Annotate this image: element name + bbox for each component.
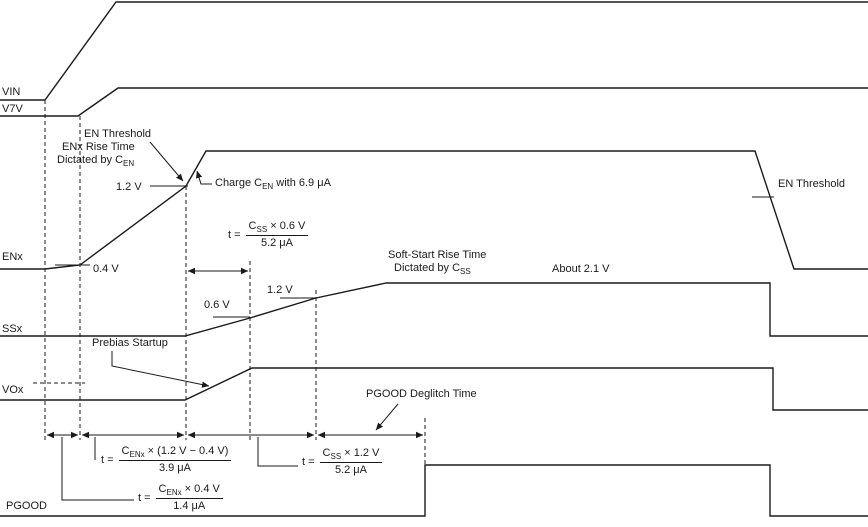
formula-cenx-diff-denominator: 3.9 μA bbox=[158, 462, 191, 475]
pgood-deglitch-arrow bbox=[376, 404, 398, 430]
vox-signal-label: VOx bbox=[2, 384, 24, 396]
about-2v1-label: About 2.1 V bbox=[552, 263, 610, 275]
soft-start-rise-label-1: Soft-Start Rise Time bbox=[388, 249, 487, 261]
ssx-waveform bbox=[0, 283, 868, 336]
prebias-startup-label: Prebias Startup bbox=[92, 337, 168, 349]
formula-css-0v6-fraction: CSS × 0.6 V 5.2 μA bbox=[245, 220, 309, 250]
v7v-signal-label: V7V bbox=[2, 103, 23, 115]
leader-line-cenx-0v4 bbox=[62, 437, 134, 500]
prebias-startup-arrow bbox=[112, 351, 210, 388]
formula-cenx-0v4-fraction: CENx × 0.4 V 1.4 μA bbox=[155, 483, 223, 513]
pgood-deglitch-label: PGOOD Deglitch Time bbox=[366, 388, 477, 400]
formula-cenx-0v4-prefix: t = bbox=[138, 491, 151, 504]
formula-cenx-0v4: t = CENx × 0.4 V 1.4 μA bbox=[138, 483, 223, 513]
formula-css-1v2-prefix: t = bbox=[302, 455, 315, 468]
v7v-waveform bbox=[0, 88, 868, 116]
formula-css-0v6-numerator: CSS × 0.6 V bbox=[245, 220, 309, 237]
formula-cenx-diff: t = CENx × (1.2 V − 0.4 V) 3.9 μA bbox=[101, 445, 232, 475]
pgood-signal-label: PGOOD bbox=[6, 500, 47, 512]
formula-css-1v2-fraction: CSS × 1.2 V 5.2 μA bbox=[319, 447, 383, 477]
ss-1v2-level-label: 1.2 V bbox=[267, 284, 293, 296]
ssx-signal-label: SSx bbox=[2, 323, 23, 335]
formula-cenx-0v4-numerator: CENx × 0.4 V bbox=[155, 483, 223, 500]
vox-waveform bbox=[0, 368, 868, 410]
enx-waveform bbox=[0, 151, 868, 269]
en-threshold-arrow bbox=[150, 142, 183, 181]
formula-css-1v2-numerator: CSS × 1.2 V bbox=[319, 447, 383, 464]
charge-cen-label: Charge CEN with 6.9 μA bbox=[215, 177, 331, 192]
formula-cenx-diff-fraction: CENx × (1.2 V − 0.4 V) 3.9 μA bbox=[118, 445, 232, 475]
enx-rise-time-label: ENx Rise Time bbox=[62, 141, 135, 153]
formula-cenx-diff-prefix: t = bbox=[101, 453, 114, 466]
formula-css-0v6: t = CSS × 0.6 V 5.2 μA bbox=[228, 220, 309, 250]
soft-start-rise-label-2: Dictated by CSS bbox=[394, 262, 471, 277]
charge-cen-arrow bbox=[196, 170, 212, 184]
formula-cenx-diff-numerator: CENx × (1.2 V − 0.4 V) bbox=[118, 445, 232, 462]
en-0v4-level-label: 0.4 V bbox=[93, 263, 119, 275]
formula-css-1v2: t = CSS × 1.2 V 5.2 μA bbox=[302, 447, 383, 477]
ss-0v6-level-label: 0.6 V bbox=[204, 299, 230, 311]
en-1v2-level-label: 1.2 V bbox=[116, 181, 142, 193]
en-threshold-right-label: EN Threshold bbox=[778, 178, 846, 190]
pgood-waveform bbox=[0, 465, 868, 516]
vin-waveform bbox=[0, 2, 868, 100]
leader-line-css-1v2 bbox=[258, 437, 298, 466]
formula-css-0v6-prefix: t = bbox=[228, 228, 241, 241]
enx-signal-label: ENx bbox=[2, 251, 23, 263]
dictated-by-cen-label: Dictated by CEN bbox=[57, 154, 135, 169]
formula-css-1v2-denominator: 5.2 μA bbox=[334, 464, 367, 477]
formula-css-0v6-denominator: 5.2 μA bbox=[260, 237, 293, 250]
formula-cenx-0v4-denominator: 1.4 μA bbox=[173, 500, 206, 513]
vin-signal-label: VIN bbox=[2, 86, 21, 98]
en-threshold-left-label: EN Threshold bbox=[84, 128, 152, 140]
